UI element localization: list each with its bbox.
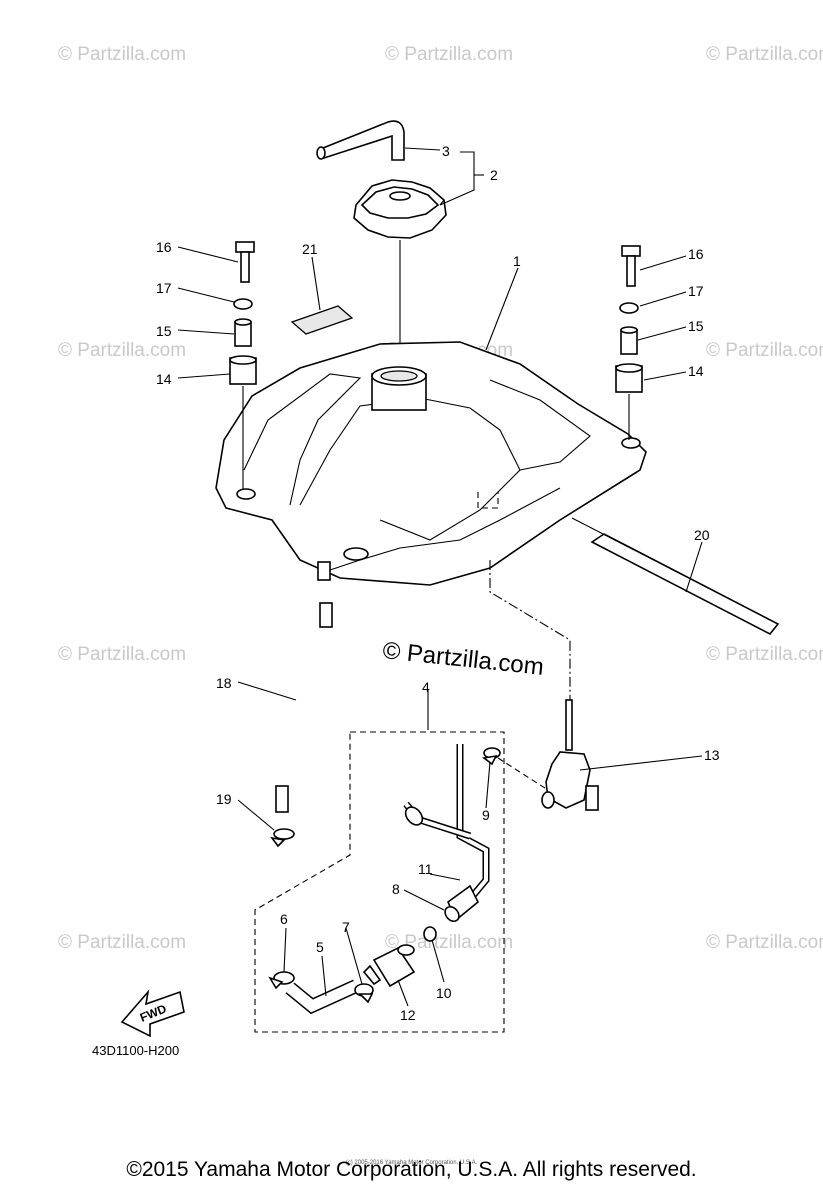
right-mount-hardware — [615, 245, 643, 440]
fuel-hose-part — [275, 561, 333, 813]
watermark: © Partzilla.com — [58, 340, 186, 361]
tank-outlet-hidden-line — [477, 492, 499, 509]
callout-labels: 1 2 3 4 5 6 7 8 9 10 11 12 13 14 14 15 1… — [156, 143, 720, 1023]
fuel-tank-part — [215, 341, 647, 586]
callout-21: 21 — [302, 241, 318, 257]
callout-3: 3 — [442, 143, 450, 159]
clip-7-part — [354, 983, 374, 1004]
watermark: © Partzilla.com — [58, 644, 186, 665]
clamp-10-part — [423, 926, 437, 942]
fuel-line-assembly-box — [254, 731, 505, 1033]
short-hose-5-part — [285, 979, 359, 1015]
vent-hose-part — [316, 120, 405, 161]
callout-7: 7 — [342, 919, 350, 935]
callout-8: 8 — [392, 881, 400, 897]
watermark: © Partzilla.com — [706, 932, 823, 953]
watermarks: © Partzilla.com © Partzilla.com © Partzi… — [58, 44, 823, 953]
callout-17-right: 17 — [688, 283, 704, 299]
callout-18: 18 — [216, 675, 232, 691]
callout-9: 9 — [482, 807, 490, 823]
center-watermark: © Partzilla.com — [381, 637, 545, 681]
bellows-8-part — [444, 884, 480, 923]
small-copyright: (c) 2005-2016 Yamaha Motor Corporation, … — [345, 1160, 478, 1166]
label-sticker-part — [290, 305, 354, 335]
watermark: © Partzilla.com — [58, 44, 186, 65]
foam-strip-part — [590, 533, 780, 636]
callout-1: 1 — [513, 253, 521, 269]
left-mount-hardware — [229, 241, 257, 490]
callout-16-left: 16 — [156, 239, 172, 255]
fuel-petcock-part — [541, 699, 599, 811]
fuel-filter-part — [362, 944, 416, 988]
fuel-cap-part — [353, 179, 447, 370]
callout-12: 12 — [400, 1007, 416, 1023]
callout-14-right: 14 — [688, 363, 704, 379]
callout-16-right: 16 — [688, 246, 704, 262]
callout-17-left: 17 — [156, 280, 172, 296]
diagram-code: 43D1100-H200 — [92, 1043, 179, 1058]
leader-lines — [177, 147, 703, 1007]
callout-5: 5 — [316, 939, 324, 955]
clip-9-part — [482, 747, 549, 791]
filler-neck — [371, 366, 427, 411]
watermark: © Partzilla.com — [385, 932, 513, 953]
hose-clip-part — [270, 828, 295, 848]
callout-20: 20 — [694, 527, 710, 543]
callout-15-left: 15 — [156, 323, 172, 339]
callout-10: 10 — [436, 985, 452, 1001]
watermark: © Partzilla.com — [58, 932, 186, 953]
callout-13: 13 — [704, 747, 720, 763]
callout-4: 4 — [422, 679, 430, 695]
watermark: © Partzilla.com — [706, 340, 823, 361]
callout-2: 2 — [490, 167, 498, 183]
callout-19: 19 — [216, 791, 232, 807]
clip-6-part — [268, 971, 295, 990]
callout-11: 11 — [418, 861, 433, 877]
callout-6: 6 — [280, 911, 288, 927]
callout-15-right: 15 — [688, 318, 704, 334]
watermark: © Partzilla.com — [706, 44, 823, 65]
watermark: © Partzilla.com — [706, 644, 823, 665]
copyright-notice: ©2015 Yamaha Motor Corporation, U.S.A. A… — [126, 1158, 697, 1181]
forward-arrow-icon: FWD — [120, 989, 185, 1038]
callout-14-left: 14 — [156, 371, 172, 387]
hose-11-part — [403, 744, 490, 907]
petcock-guide-line — [489, 560, 571, 736]
watermark: © Partzilla.com — [385, 44, 513, 65]
